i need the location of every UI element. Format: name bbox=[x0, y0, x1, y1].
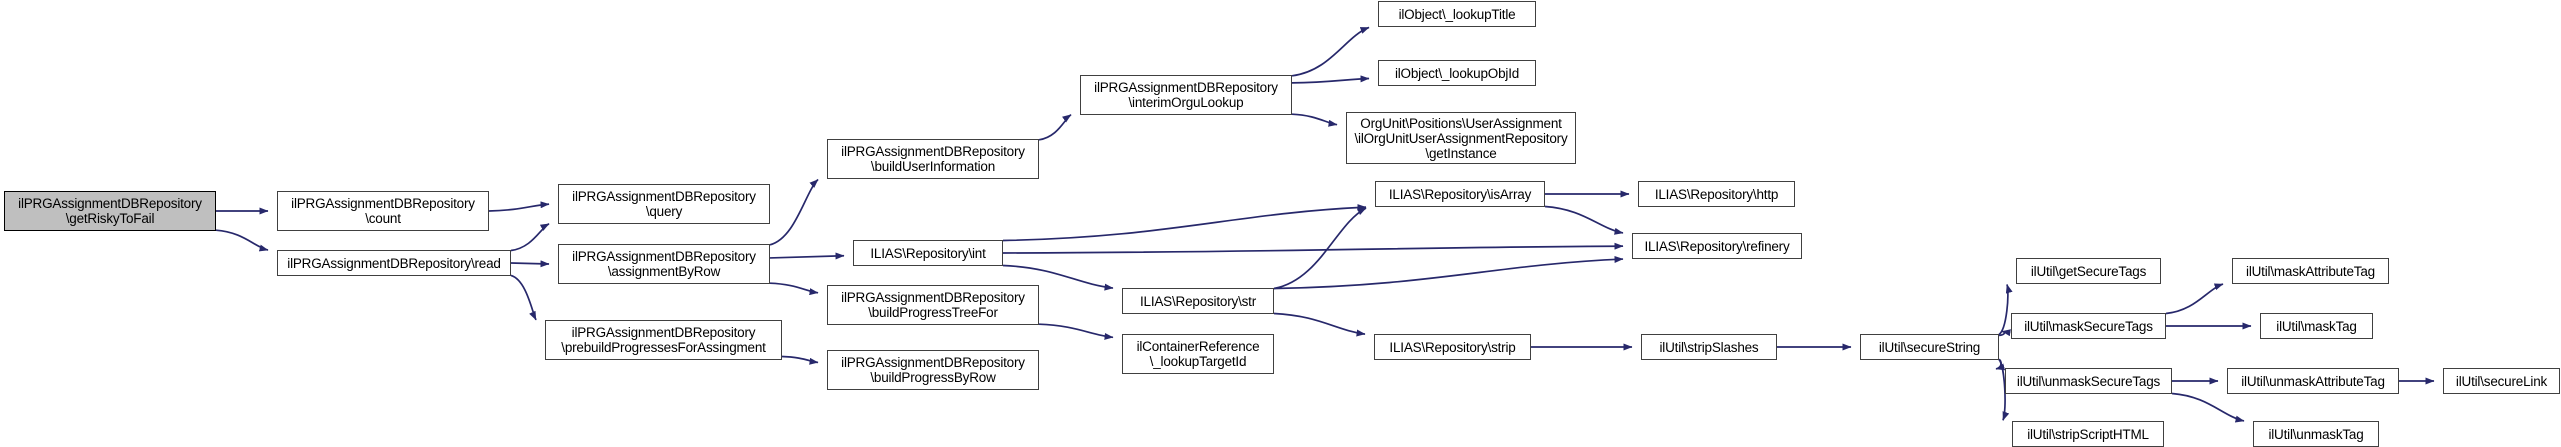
graph-node-unmaskAttributeTag[interactable]: ilUtil\unmaskAttributeTag bbox=[2227, 368, 2399, 394]
graph-node-lookupTargetId[interactable]: ilContainerReference \_lookupTargetId bbox=[1122, 334, 1274, 374]
graph-node-label: ILIAS\Repository\strip bbox=[1389, 339, 1516, 355]
graph-node-label: ilUtil\unmaskAttributeTag bbox=[2241, 373, 2385, 389]
graph-node-getSecureTags[interactable]: ilUtil\getSecureTags bbox=[2016, 258, 2161, 284]
graph-edge-interimOrguLookup-to-getInstance bbox=[1291, 113, 1338, 127]
graph-edge-int-to-refinery bbox=[1002, 242, 1624, 254]
graph-edge-interimOrguLookup-to-lookupObjId bbox=[1291, 75, 1370, 84]
graph-node-unmaskSecureTags[interactable]: ilUtil\unmaskSecureTags bbox=[2005, 368, 2172, 394]
graph-node-stripScriptHTML[interactable]: ilUtil\stripScriptHTML bbox=[2012, 421, 2164, 447]
graph-node-getRiskyToFail[interactable]: ilPRGAssignmentDBRepository \getRiskyToF… bbox=[4, 191, 216, 231]
graph-edge-read-to-query bbox=[510, 223, 550, 252]
graph-edge-read-to-assignmentByRow bbox=[510, 260, 550, 268]
graph-edge-read-to-prebuildProgressesForAssingment bbox=[510, 274, 537, 321]
graph-node-label: ilUtil\maskSecureTags bbox=[2024, 318, 2153, 334]
graph-node-label: ilPRGAssignmentDBRepository \count bbox=[291, 196, 475, 226]
graph-node-label: ilUtil\unmaskSecureTags bbox=[2016, 373, 2161, 389]
graph-node-label: ilPRGAssignmentDBRepository \getRiskyToF… bbox=[18, 196, 202, 226]
graph-node-buildProgressTreeFor[interactable]: ilPRGAssignmentDBRepository \buildProgre… bbox=[827, 285, 1039, 325]
graph-node-label: ilPRGAssignmentDBRepository \buildProgre… bbox=[841, 290, 1025, 320]
graph-edge-isArray-to-refinery bbox=[1544, 205, 1624, 235]
graph-node-query[interactable]: ilPRGAssignmentDBRepository \query bbox=[558, 184, 770, 224]
graph-edge-assignmentByRow-to-int bbox=[769, 252, 845, 260]
graph-node-label: ilUtil\stripSlashes bbox=[1659, 339, 1759, 355]
graph-node-maskTag[interactable]: ilUtil\maskTag bbox=[2260, 313, 2373, 339]
graph-node-lookupObjId[interactable]: ilObject\_lookupObjId bbox=[1378, 60, 1536, 86]
graph-node-http[interactable]: ILIAS\Repository\http bbox=[1638, 181, 1795, 207]
graph-node-count[interactable]: ilPRGAssignmentDBRepository \count bbox=[277, 191, 489, 231]
graph-node-label: ILIAS\Repository\str bbox=[1139, 293, 1257, 309]
graph-edge-assignmentByRow-to-buildUserInformation bbox=[769, 178, 819, 246]
graph-node-label: OrgUnit\Positions\UserAssignment \ilOrgU… bbox=[1354, 115, 1568, 161]
graph-node-maskSecureTags[interactable]: ilUtil\maskSecureTags bbox=[2011, 313, 2166, 339]
graph-node-label: ilUtil\stripScriptHTML bbox=[2027, 426, 2149, 442]
graph-node-label: ilContainerReference \_lookupTargetId bbox=[1136, 339, 1260, 369]
graph-edge-secureString-to-unmaskSecureTags bbox=[1995, 358, 2006, 371]
graph-node-label: ilUtil\getSecureTags bbox=[2030, 263, 2147, 279]
graph-node-label: ilPRGAssignmentDBRepository \buildUserIn… bbox=[841, 144, 1025, 174]
graph-node-assignmentByRow[interactable]: ilPRGAssignmentDBRepository \assignmentB… bbox=[558, 244, 770, 284]
graph-node-label: ilPRGAssignmentDBRepository \assignmentB… bbox=[572, 249, 756, 279]
graph-node-label: ILIAS\Repository\isArray bbox=[1388, 186, 1532, 202]
graph-edge-unmaskSecureTags-to-unmaskTag bbox=[2171, 392, 2245, 423]
graph-node-prebuildProgressesForAssingment[interactable]: ilPRGAssignmentDBRepository \prebuildPro… bbox=[545, 320, 782, 360]
graph-node-buildProgressByRow[interactable]: ilPRGAssignmentDBRepository \buildProgre… bbox=[827, 350, 1039, 390]
graph-node-label: ilUtil\secureLink bbox=[2455, 373, 2548, 389]
graph-node-lookupTitle[interactable]: ilObject\_lookupTitle bbox=[1378, 1, 1536, 27]
graph-node-label: ilObject\_lookupObjId bbox=[1394, 65, 1520, 81]
graph-node-stripSlashes[interactable]: ilUtil\stripSlashes bbox=[1641, 334, 1777, 360]
graph-edge-int-to-isArray bbox=[1002, 204, 1367, 242]
graph-node-label: ilPRGAssignmentDBRepository \prebuildPro… bbox=[561, 325, 766, 355]
graph-node-label: ilUtil\maskAttributeTag bbox=[2246, 263, 2375, 279]
graph-node-refinery[interactable]: ILIAS\Repository\refinery bbox=[1632, 233, 1802, 259]
graph-node-strip[interactable]: ILIAS\Repository\strip bbox=[1374, 334, 1531, 360]
graph-edge-maskSecureTags-to-maskAttributeTag bbox=[2165, 283, 2224, 315]
graph-edge-secureString-to-getSecureTags bbox=[1998, 284, 2013, 336]
graph-edge-secureString-to-maskSecureTags bbox=[1998, 329, 2011, 337]
graph-node-read[interactable]: ilPRGAssignmentDBRepository\read bbox=[277, 250, 511, 276]
graph-edge-buildUserInformation-to-interimOrguLookup bbox=[1038, 114, 1072, 141]
graph-node-isArray[interactable]: ILIAS\Repository\isArray bbox=[1375, 181, 1545, 207]
graph-node-int[interactable]: ILIAS\Repository\int bbox=[853, 240, 1003, 266]
graph-node-getInstance[interactable]: OrgUnit\Positions\UserAssignment \ilOrgU… bbox=[1346, 112, 1576, 164]
graph-node-str[interactable]: ILIAS\Repository\str bbox=[1122, 288, 1274, 314]
graph-node-label: ilPRGAssignmentDBRepository \buildProgre… bbox=[841, 355, 1025, 385]
graph-node-label: ilPRGAssignmentDBRepository \interimOrgu… bbox=[1094, 80, 1278, 110]
graph-node-label: ILIAS\Repository\refinery bbox=[1644, 238, 1790, 254]
graph-edge-str-to-isArray bbox=[1273, 207, 1367, 290]
graph-edge-interimOrguLookup-to-lookupTitle bbox=[1291, 26, 1370, 77]
graph-edge-count-to-query bbox=[488, 201, 550, 212]
graph-node-label: ilPRGAssignmentDBRepository\read bbox=[287, 255, 501, 271]
graph-node-label: ilUtil\unmaskTag bbox=[2268, 426, 2364, 442]
graph-node-label: ILIAS\Repository\int bbox=[870, 245, 986, 261]
graph-node-buildUserInformation[interactable]: ilPRGAssignmentDBRepository \buildUserIn… bbox=[827, 139, 1039, 179]
graph-node-secureString[interactable]: ilUtil\secureString bbox=[1860, 334, 1999, 360]
graph-node-label: ilObject\_lookupTitle bbox=[1398, 6, 1516, 22]
graph-edge-str-to-strip bbox=[1273, 312, 1366, 337]
graph-edge-buildProgressTreeFor-to-lookupTargetId bbox=[1038, 323, 1114, 340]
graph-node-label: ilUtil\secureString bbox=[1878, 339, 1981, 355]
graph-edge-getRiskyToFail-to-read bbox=[215, 229, 269, 252]
graph-node-secureLink[interactable]: ilUtil\secureLink bbox=[2443, 368, 2560, 394]
graph-edge-assignmentByRow-to-buildProgressTreeFor bbox=[769, 282, 819, 296]
graph-node-label: ilPRGAssignmentDBRepository \query bbox=[572, 189, 756, 219]
graph-node-unmaskTag[interactable]: ilUtil\unmaskTag bbox=[2253, 421, 2379, 447]
graph-node-label: ILIAS\Repository\http bbox=[1654, 186, 1779, 202]
graph-node-interimOrguLookup[interactable]: ilPRGAssignmentDBRepository \interimOrgu… bbox=[1080, 75, 1292, 115]
graph-node-label: ilUtil\maskTag bbox=[2276, 318, 2357, 334]
graph-edge-prebuildProgressesForAssingment-to-buildProgressByRow bbox=[781, 355, 819, 365]
graph-edge-str-to-refinery bbox=[1273, 255, 1624, 290]
graph-node-maskAttributeTag[interactable]: ilUtil\maskAttributeTag bbox=[2232, 258, 2389, 284]
